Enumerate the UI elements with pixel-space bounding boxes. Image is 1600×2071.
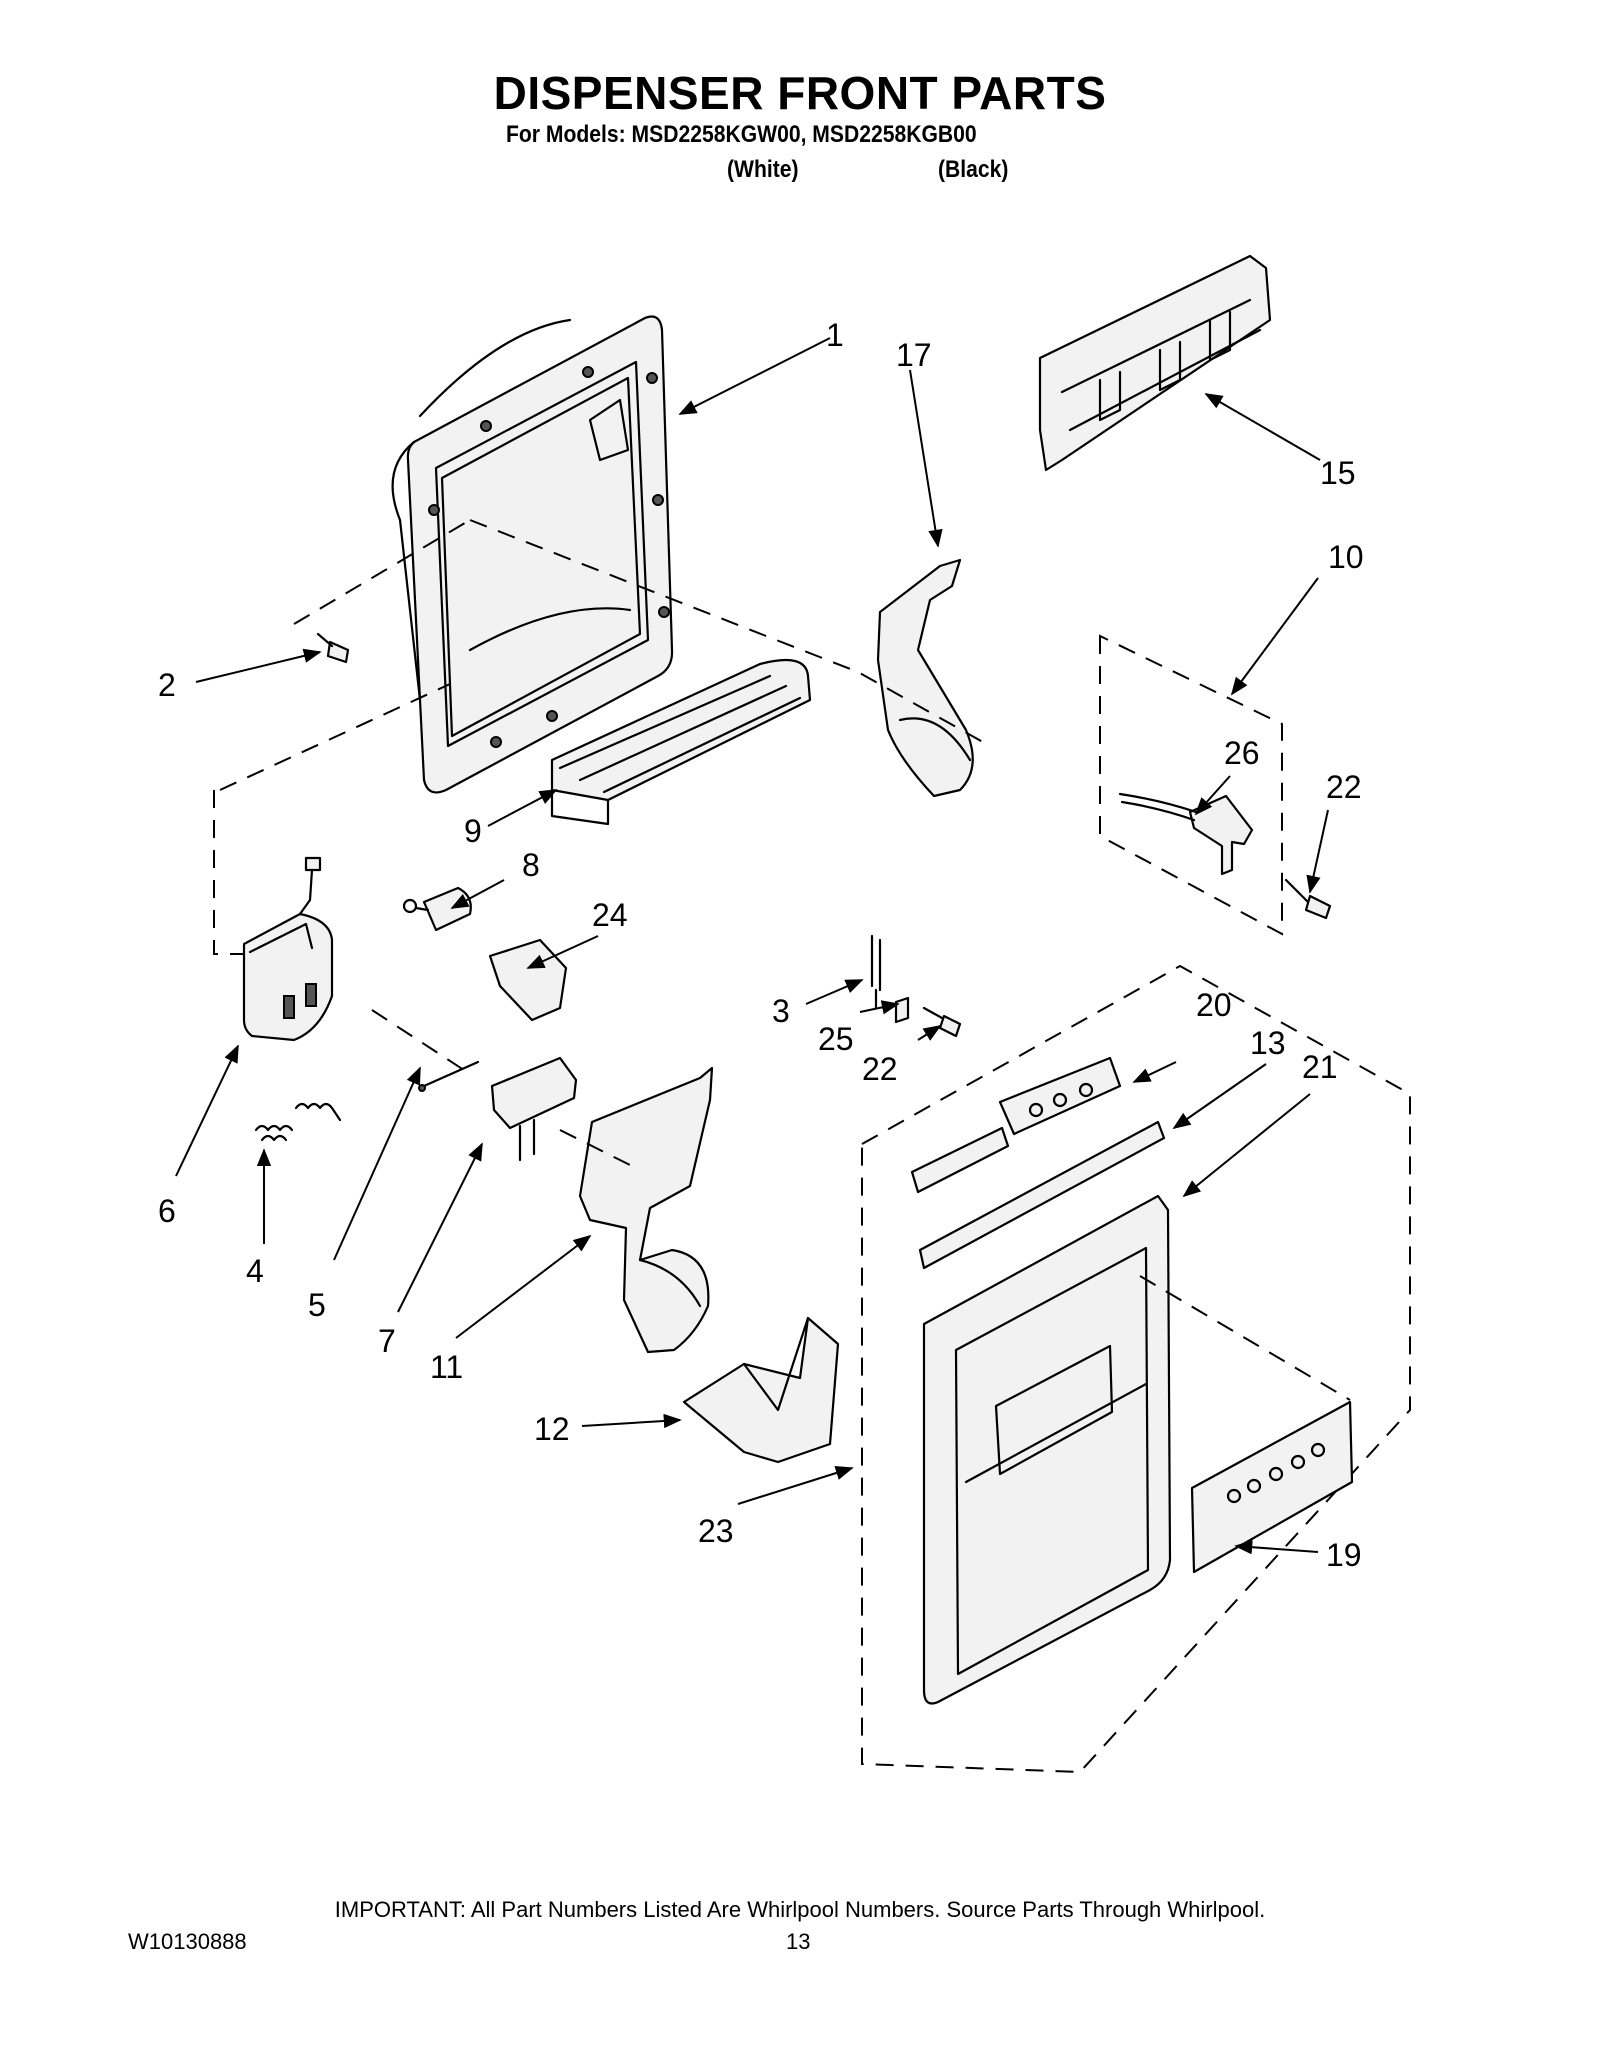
callout-20: 20 <box>1196 987 1232 1023</box>
callout-21: 21 <box>1302 1049 1338 1085</box>
document-number: W10130888 <box>128 1929 247 1954</box>
callout-22-lower: 22 <box>862 1051 898 1087</box>
part-9-drip-tray <box>550 658 812 826</box>
part-15-bracket <box>1038 254 1272 472</box>
part-10-group <box>1099 634 1283 936</box>
part-4-springs <box>254 1102 342 1142</box>
part-19-panel <box>1190 1400 1354 1574</box>
callout-13: 13 <box>1250 1025 1286 1061</box>
callouts: 1 2 3 4 5 6 7 8 9 10 11 12 13 15 17 19 2… <box>158 317 1364 1573</box>
callout-1: 1 <box>826 317 844 353</box>
part-23-group <box>861 964 1411 1774</box>
part-21-bezel <box>922 1194 1172 1705</box>
callout-5: 5 <box>308 1287 326 1323</box>
callout-10: 10 <box>1328 539 1364 575</box>
part-11-ice-lever <box>578 1066 714 1354</box>
callout-26: 26 <box>1224 735 1260 771</box>
callout-17: 17 <box>896 337 932 373</box>
callout-9: 9 <box>464 813 482 849</box>
part-20-board <box>910 1056 1122 1194</box>
callout-25: 25 <box>818 1021 854 1057</box>
callout-4: 4 <box>246 1253 264 1289</box>
part-2-screw <box>316 632 350 664</box>
callout-24: 24 <box>592 897 628 933</box>
part-6-module <box>242 856 334 1042</box>
page-title: DISPENSER FRONT PARTS <box>493 67 1107 119</box>
callout-19: 19 <box>1326 1537 1362 1573</box>
callout-15: 15 <box>1320 455 1356 491</box>
leader-lines <box>175 337 1329 1555</box>
part-7-bracket <box>490 1056 578 1162</box>
callout-23: 23 <box>698 1513 734 1549</box>
page-number: 13 <box>786 1929 811 1954</box>
part-13-strip <box>918 1120 1166 1270</box>
alignment-lines <box>213 519 1351 1401</box>
part-24-cover <box>488 938 568 1022</box>
callout-2: 2 <box>158 667 176 703</box>
callout-22-upper: 22 <box>1326 769 1362 805</box>
part-17-water-lever <box>876 558 974 798</box>
color-black-label: (Black) <box>938 156 1009 183</box>
part-8-solenoid <box>402 886 472 932</box>
part-12-chute <box>682 1316 840 1464</box>
part-1-housing <box>391 315 674 794</box>
part-22-screw-lower <box>922 1006 962 1038</box>
callout-3: 3 <box>772 993 790 1029</box>
important-note: IMPORTANT: All Part Numbers Listed Are W… <box>334 1897 1266 1922</box>
callout-11: 11 <box>430 1349 463 1385</box>
callout-7: 7 <box>378 1323 396 1359</box>
models-line: For Models: MSD2258KGW00, MSD2258KGB00 <box>506 121 977 148</box>
part-22-screw-upper <box>1284 878 1332 920</box>
callout-12: 12 <box>534 1411 570 1447</box>
part-5-pin <box>418 1060 480 1092</box>
color-white-label: (White) <box>727 156 799 183</box>
callout-6: 6 <box>158 1193 176 1229</box>
callout-8: 8 <box>522 847 540 883</box>
part-3-contact <box>870 934 910 1024</box>
